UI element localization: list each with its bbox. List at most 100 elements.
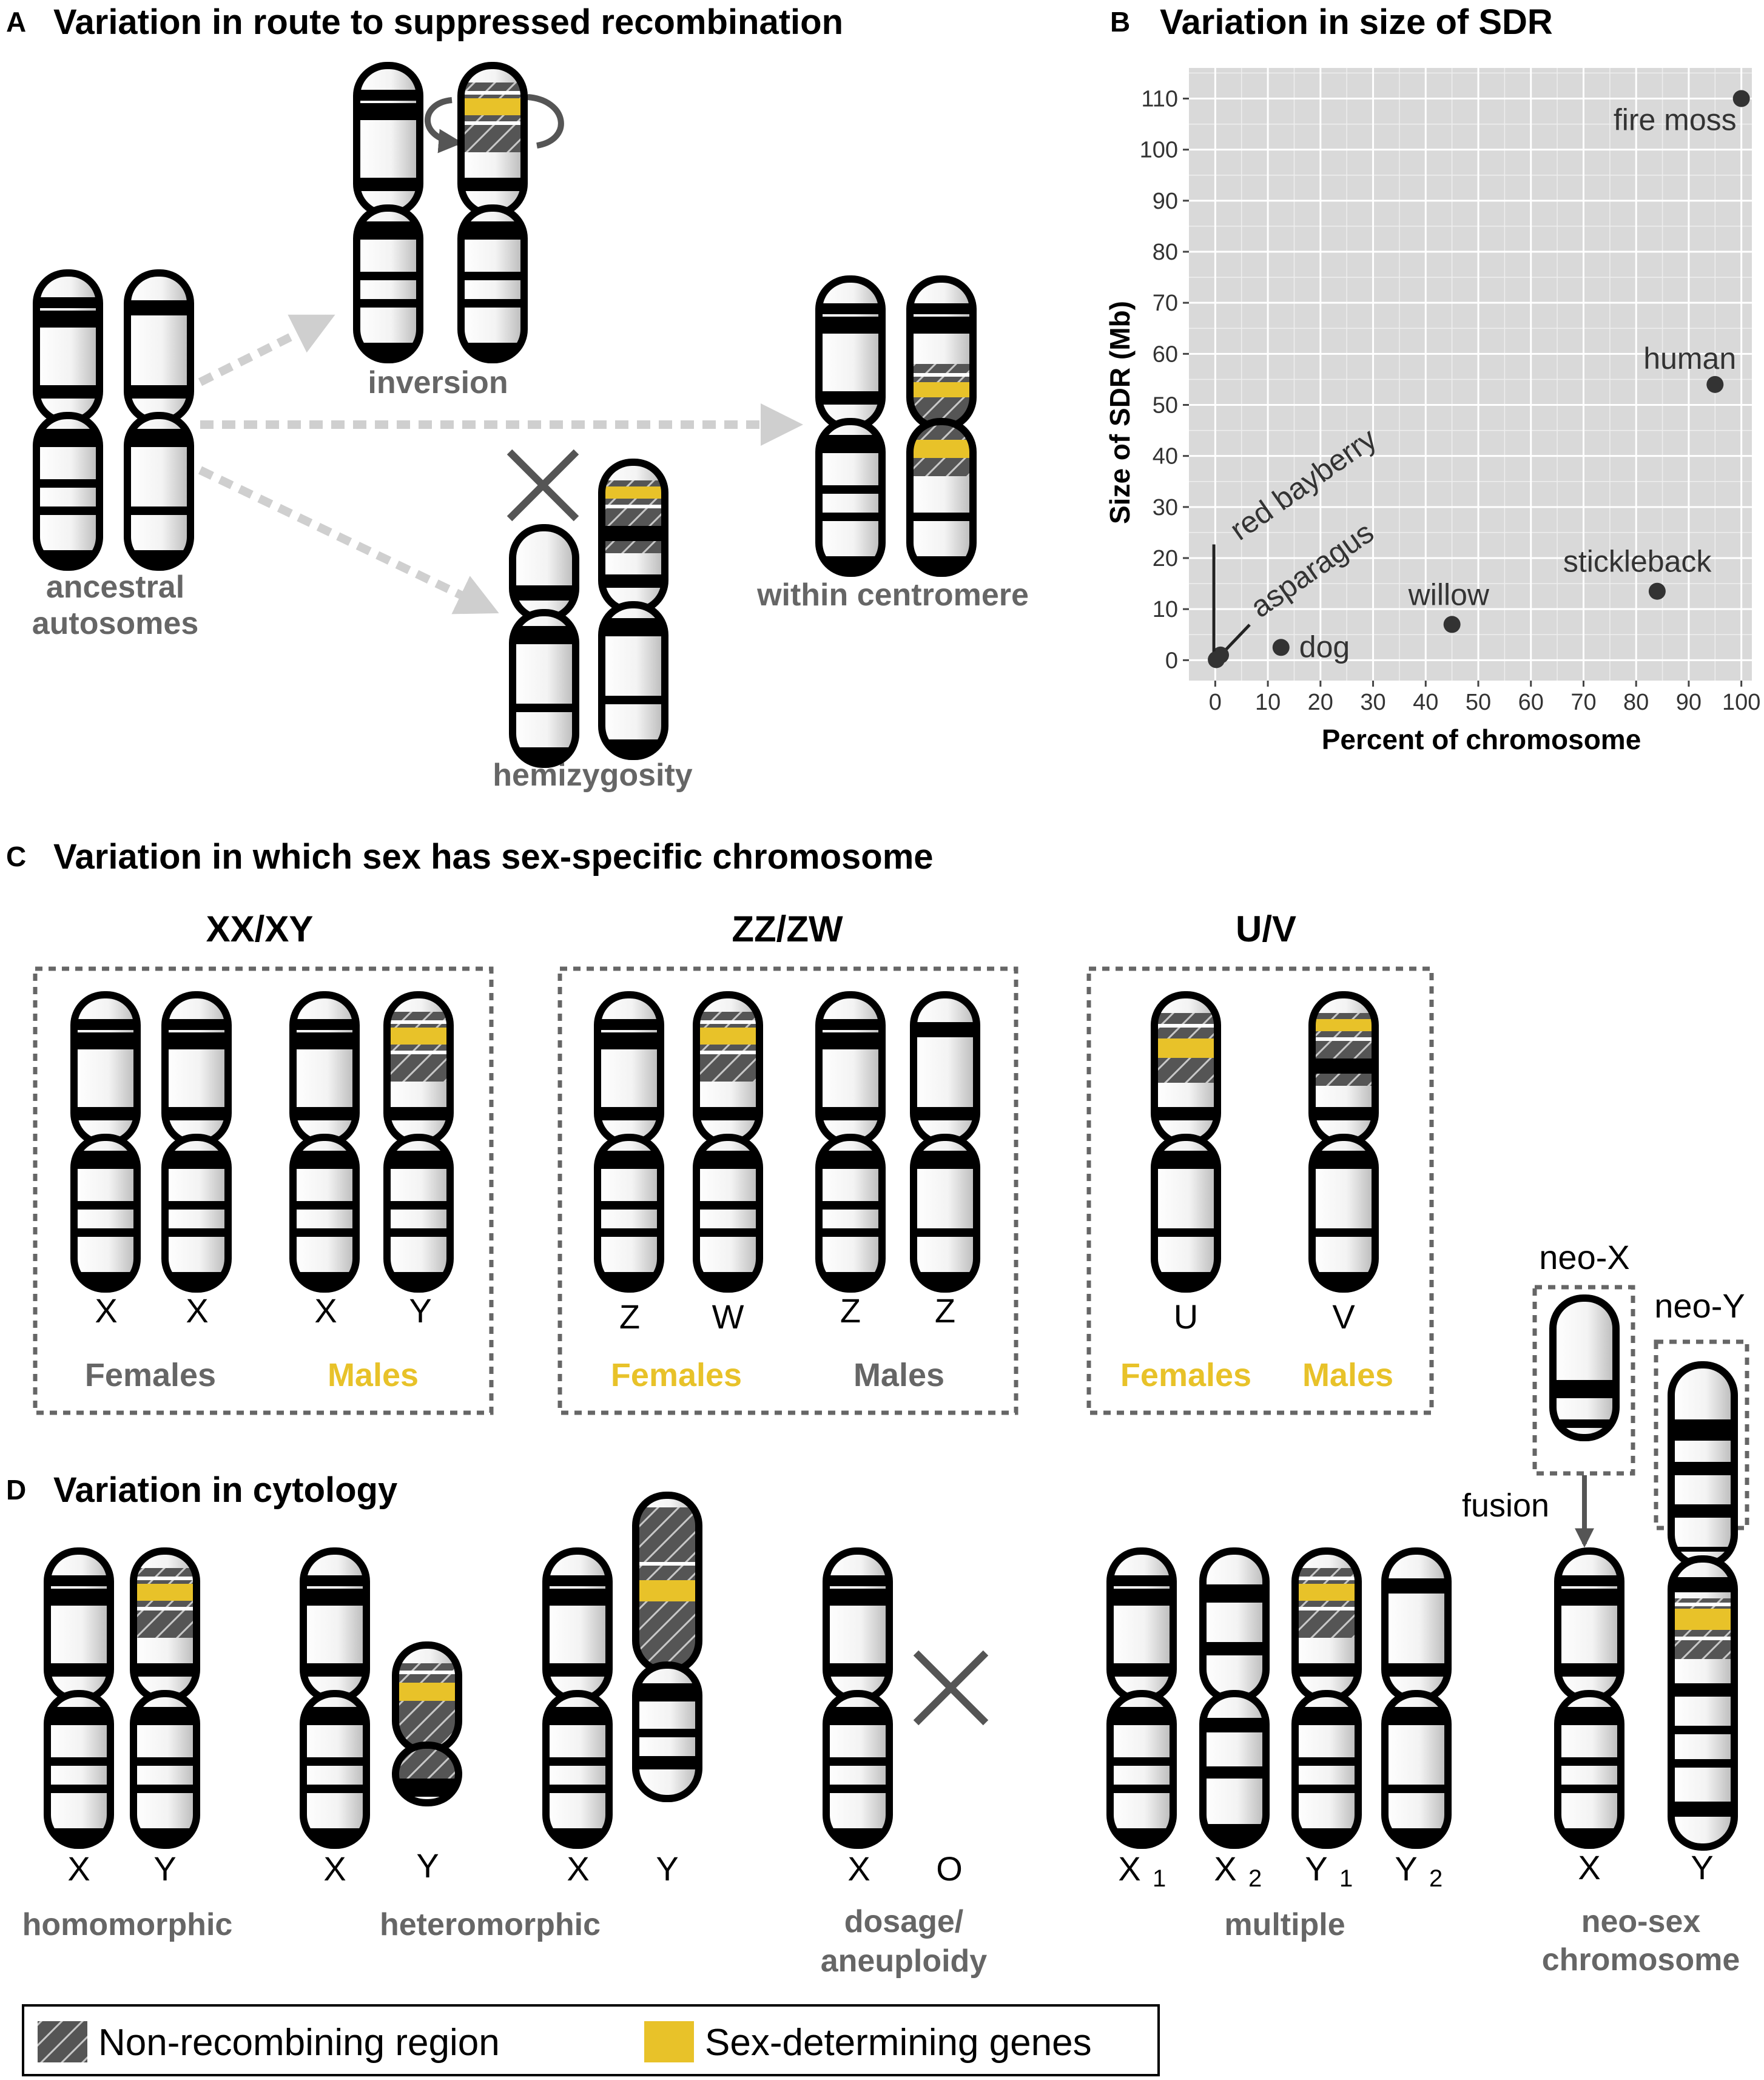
x-axis-label: Percent of chromosome (1322, 724, 1641, 755)
chrom-centromere-2 (906, 275, 977, 577)
svg-text:X: X (1214, 1849, 1236, 1888)
panel-a-title: Variation in route to suppressed recombi… (53, 2, 843, 42)
uv-males: Males (1302, 1357, 1393, 1393)
xxxy-males: Males (328, 1357, 419, 1393)
xxxy-females: Females (85, 1357, 216, 1393)
absent-chromosome-x (507, 449, 579, 522)
fusion-label: fusion (1462, 1487, 1549, 1524)
hetero2-y: Y (656, 1849, 678, 1888)
x-tick-label: 80 (1623, 690, 1649, 715)
neo-x-chrom: X (1578, 1848, 1600, 1886)
legend-nonrecomb-swatch (38, 2021, 87, 2062)
label-hemizygosity: hemizygosity (493, 758, 692, 793)
hetero2-x: X (567, 1849, 589, 1888)
multi-x2: X 2 (1214, 1849, 1262, 1892)
panel-a-letter: A (6, 6, 26, 38)
panel-b-title: Variation in size of SDR (1160, 2, 1553, 42)
uv-chrom-2: V (1332, 1297, 1355, 1336)
homo-y: Y (153, 1849, 176, 1888)
svg-text:1: 1 (1153, 1865, 1166, 1892)
chrom-zzzw-w (693, 991, 763, 1293)
point-label-human: human (1643, 342, 1736, 375)
multi-y1: Y 1 (1305, 1849, 1353, 1892)
y-tick-label: 10 (1153, 597, 1178, 622)
chrom-multi-x2 (1199, 1547, 1270, 1849)
x-tick-label: 90 (1676, 690, 1702, 715)
y-tick-label: 50 (1153, 393, 1178, 419)
hetero1-x: X (323, 1849, 346, 1888)
chrom-neo-sex-y (1668, 1361, 1738, 1851)
xxxy-chrom-4: Y (409, 1291, 431, 1330)
label-within-centromere: within centromere (756, 577, 1029, 613)
y-axis-label: Size of SDR (Mb) (1104, 301, 1136, 524)
zzzw-males: Males (853, 1357, 944, 1393)
hetero1-y: Y (416, 1846, 439, 1885)
chrom-zzzw-z3 (910, 991, 980, 1293)
label-dosage: dosage/ (844, 1904, 964, 1939)
inversion-arrow-right (507, 83, 564, 149)
data-point-fire-moss (1732, 90, 1750, 107)
chrom-hemizygous-1 (509, 524, 579, 768)
data-point-stickleback (1648, 582, 1666, 600)
chrom-hetero2-x (542, 1547, 613, 1849)
chrom-neo-sex-x (1554, 1547, 1624, 1849)
point-label-stickleback: stickleback (1563, 545, 1712, 579)
chrom-multi-x1 (1106, 1547, 1177, 1849)
x-tick-label: 60 (1518, 690, 1544, 715)
svg-text:Y: Y (1305, 1849, 1327, 1888)
svg-text:2: 2 (1429, 1865, 1443, 1892)
multi-x1: X 1 (1118, 1849, 1166, 1892)
chrom-xxxy-x2 (161, 991, 232, 1293)
xxxy-chrom-3: X (314, 1291, 337, 1330)
chrom-ancestral-2 (124, 269, 194, 571)
svg-text:X: X (1118, 1849, 1140, 1888)
chrom-xxxy-x3 (289, 991, 360, 1293)
zzzw-heading: ZZ/ZW (732, 909, 843, 949)
xo-x: X (847, 1849, 870, 1888)
label-inversion: inversion (368, 365, 508, 400)
leader-line-asparagus (1224, 624, 1251, 651)
x-tick-label: 0 (1209, 690, 1222, 715)
y-tick-label: 90 (1153, 189, 1178, 214)
svg-text:1: 1 (1339, 1865, 1353, 1892)
label-chromosome: chromosome (1542, 1942, 1740, 1977)
label-autosomes: autosomes (32, 606, 199, 641)
inversion-arrow-left (425, 97, 463, 153)
xxxy-chrom-1: X (95, 1291, 117, 1330)
panel-d: D Variation in cytology X Y X Y X Y X O … (6, 1470, 1740, 1979)
chrom-xxxy-y (383, 991, 454, 1293)
chrom-xo-x (823, 1547, 893, 1849)
y-tick-label: 60 (1153, 342, 1178, 367)
chrom-homo-x (44, 1547, 114, 1849)
y-tick-label: 80 (1153, 240, 1178, 265)
data-point-willow (1443, 616, 1461, 633)
neo-x-label: neo-X (1539, 1238, 1629, 1276)
chromosomes (33, 62, 1738, 1851)
x-tick-label: 100 (1722, 690, 1760, 715)
svg-text:2: 2 (1248, 1865, 1262, 1892)
xo-o: O (936, 1849, 963, 1888)
data-point-dog (1272, 639, 1290, 656)
y-tick-label: 100 (1140, 138, 1178, 163)
panel-c-title: Variation in which sex has sex-specific … (53, 837, 934, 877)
chrom-hetero1-x (300, 1547, 370, 1849)
panel-a: A Variation in route to suppressed recom… (6, 2, 1029, 793)
uv-box (1086, 966, 1434, 1415)
multi-y2: Y 2 (1395, 1849, 1443, 1892)
chrom-zzzw-z2 (815, 991, 886, 1293)
label-multiple: multiple (1224, 1907, 1345, 1942)
legend-sd-swatch (644, 2021, 694, 2062)
panel-d-title: Variation in cytology (53, 1470, 397, 1510)
y-tick-label: 20 (1153, 546, 1178, 571)
legend-box (22, 2004, 1160, 2076)
zzzw-chrom-3: Z (840, 1291, 861, 1330)
zzzw-chrom-1: Z (619, 1297, 640, 1336)
neo-x-box (1532, 1285, 1635, 1476)
xxxy-heading: XX/XY (206, 909, 314, 949)
xxxy-box (33, 966, 494, 1415)
y-tick-label: 0 (1165, 648, 1178, 673)
legend-nonrecomb-label: Non-recombining region (98, 2022, 500, 2064)
neo-y-label: neo-Y (1654, 1287, 1745, 1325)
